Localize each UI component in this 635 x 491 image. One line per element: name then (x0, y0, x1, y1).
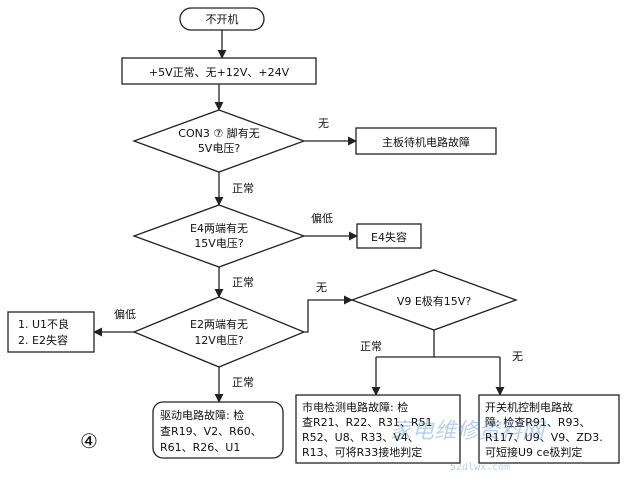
figure-number: ④ (80, 429, 98, 453)
result-mains-line2: 查R21、R22、R31、R51 (302, 415, 433, 429)
result-switch-line1: 开关机控制电路故 (485, 400, 573, 414)
decision2-line1: E4两端有无 (190, 221, 248, 235)
decision4-node: V9 E极有15V? (350, 269, 518, 331)
decision2-line2: 15V电压? (194, 237, 244, 250)
edge-decision3-decision4 (304, 295, 353, 333)
result-drive-line1: 驱动电路故障: 检 (160, 408, 244, 422)
result-e4-node: E4失容 (356, 223, 422, 249)
start-node: 不开机 (179, 7, 265, 31)
result-standby-label: 主板待机电路故障 (382, 135, 470, 149)
decision3-no-label: 无 (316, 281, 327, 294)
result-mains-line4: R13、可将R33接地判定 (302, 445, 422, 459)
result-drive-line2: 查R19、V2、R60、 (160, 424, 262, 438)
start-label: 不开机 (206, 12, 239, 26)
result-u1-e2-node: 1. U1不良 2. E2失容 (7, 311, 95, 353)
result-mains-line3: R52、U8、R33、V4、 (302, 431, 419, 444)
result-switch-node: 开关机控制电路故 障: 检查R91、R93、 R117、U9、V9、ZD3. 可… (478, 394, 620, 464)
result-e4-label: E4失容 (371, 230, 407, 244)
result-drive-node: 驱动电路故障: 检 查R19、V2、R60、 R61、R26、U1 (152, 401, 284, 459)
step1-node: +5V正常、无+12V、+24V (121, 57, 317, 85)
decision2-node: E4两端有无 15V电压? (132, 204, 306, 268)
decision1-yes-label: 正常 (232, 182, 254, 195)
decision3-yes-label: 正常 (232, 376, 254, 389)
decision3-line1: E2两端有无 (190, 317, 248, 331)
decision4-yes-label: 正常 (360, 340, 382, 353)
decision1-node: CON3 ⑦ 脚有无 5V电压? (132, 109, 306, 173)
decision3-node: E2两端有无 12V电压? (132, 296, 306, 368)
decision2-yes-label: 正常 (232, 276, 254, 289)
decision2-low-label: 偏低 (311, 211, 333, 225)
result-switch-line3: R117、U9、V9、ZD3. (485, 431, 603, 444)
watermark-url: 52dlwx.com (450, 462, 510, 473)
decision3-line2: 12V电压? (194, 334, 244, 347)
decision1-line1: CON3 ⑦ 脚有无 (178, 126, 259, 140)
decision1-line2: 5V电压? (198, 142, 241, 155)
decision3-low-label: 偏低 (114, 307, 136, 321)
result-u1-e2-line1: 1. U1不良 (18, 317, 69, 331)
result-u1-e2-line2: 2. E2失容 (18, 333, 68, 347)
result-mains-node: 市电检测电路故障: 检 查R21、R22、R31、R51 R52、U8、R33、… (295, 394, 461, 464)
result-switch-line4: 可短接U9 ce极判定 (485, 445, 582, 459)
decision4-no-label: 无 (512, 350, 523, 363)
result-switch-line2: 障: 检查R91、R93、 (485, 415, 590, 429)
result-standby-node: 主板待机电路故障 (355, 127, 497, 155)
decision1-no-label: 无 (318, 117, 329, 130)
decision4-label: V9 E极有15V? (397, 294, 471, 308)
result-mains-line1: 市电检测电路故障: 检 (302, 400, 408, 414)
step1-label: +5V正常、无+12V、+24V (149, 66, 290, 79)
result-drive-line3: R61、R26、U1 (160, 441, 240, 454)
watermark-text: 家电维修资料网 (390, 419, 547, 444)
